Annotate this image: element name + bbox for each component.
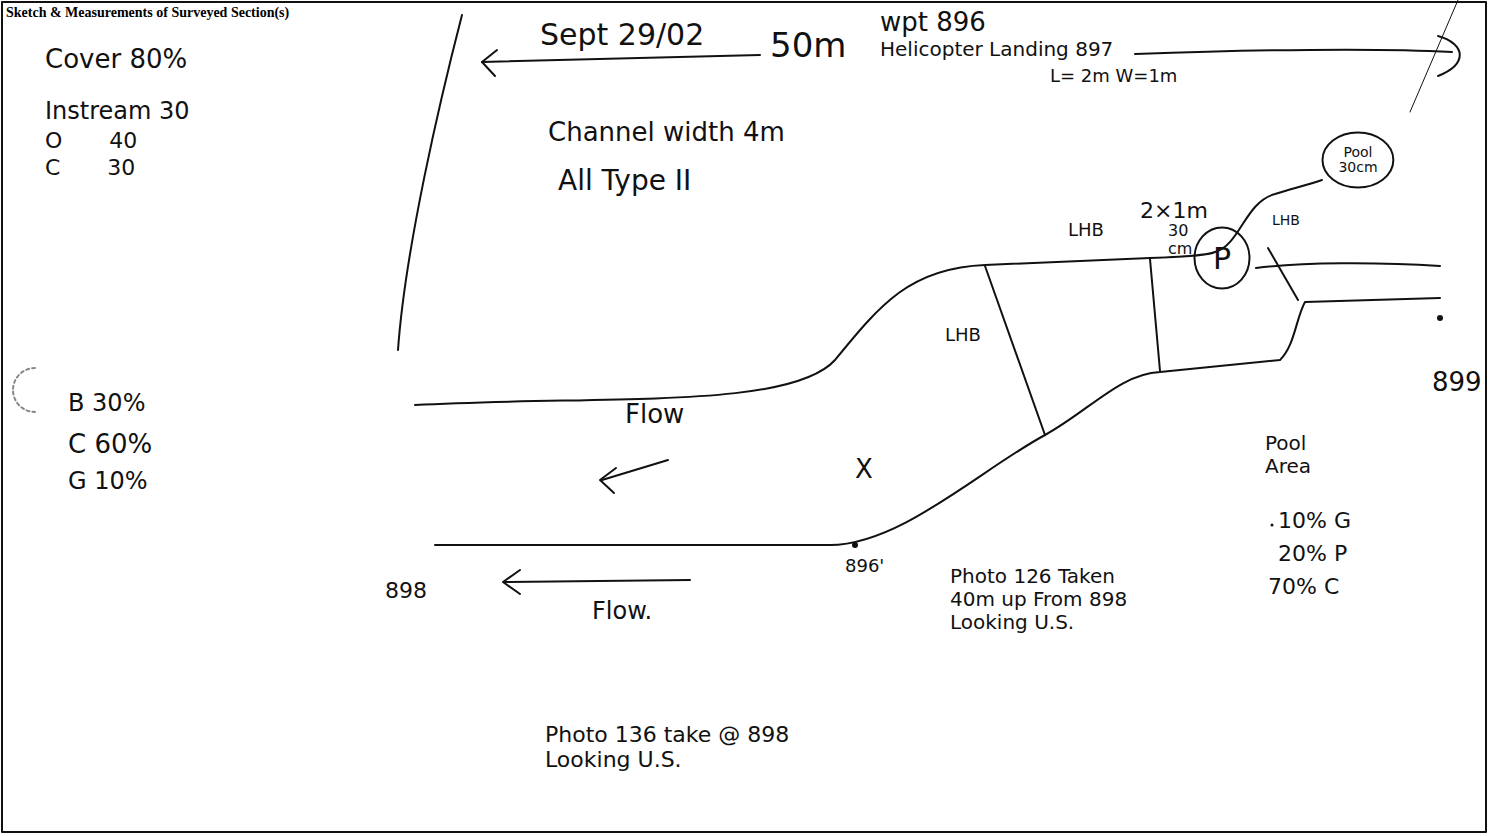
arrow-head [482, 50, 497, 76]
punch-hole [13, 368, 35, 412]
lower-bank [435, 298, 1440, 545]
pool-substrate: 10% G [1278, 508, 1351, 533]
substrate-row: G 10% [68, 468, 148, 496]
direction-arrow [1135, 50, 1452, 54]
arrow-head [503, 570, 520, 594]
transect-line [1150, 259, 1160, 371]
pool-ellipse: Pool 30cm [1321, 131, 1395, 189]
node-text-group: Pool 30cm [1336, 145, 1380, 176]
waypoint-dot [852, 542, 858, 548]
pool-heading: Pool Area [1265, 432, 1335, 478]
node-text: Pool 30cm [1336, 145, 1380, 176]
outline-ellipse [1323, 133, 1394, 188]
upper-bank [415, 180, 1322, 405]
lhb-label: LHB [1068, 220, 1104, 241]
outline-ellipse [1195, 228, 1250, 289]
waypoint-dot [1437, 315, 1443, 321]
lhb-label: LHB [945, 325, 981, 346]
cover-row: Instream 30 [45, 98, 190, 126]
transect-line [985, 266, 1045, 435]
dimension-note: L= 2m W=1m [1050, 66, 1177, 87]
arrow-head [1438, 36, 1460, 76]
type-note: All Type II [558, 165, 691, 197]
flow-label: Flow [625, 400, 684, 430]
photo-note: Photo 126 Taken 40m up From 898 Looking … [950, 565, 1135, 634]
pool-substrate: 70% C [1268, 574, 1339, 599]
photo-note: Photo 136 take @ 898 Looking U.S. [545, 722, 875, 773]
cover-row: C 30 [45, 155, 135, 180]
stray-line [1410, 0, 1458, 112]
waypoint-number: 898 [385, 578, 427, 603]
distance-label: 50m [770, 26, 846, 65]
cover-note: Cover 80% [45, 45, 187, 75]
cover-row: O 40 [45, 128, 137, 153]
landing-note: Helicopter Landing 897 [880, 38, 1113, 61]
margin-line [398, 15, 462, 350]
substrate-row: B 30% [68, 390, 145, 418]
lhb-label: LHB [1272, 212, 1300, 228]
pool-circle: P [1193, 226, 1251, 290]
flow-arrow [505, 580, 690, 582]
depth-note: 30 cm [1168, 222, 1194, 259]
substrate-row: C 60% [68, 430, 152, 460]
upper-bank [1256, 263, 1440, 268]
node-text: P [1213, 242, 1231, 275]
waypoint-number: 896' [845, 556, 884, 577]
waypoint-note: wpt 896 [880, 8, 986, 38]
width-note: Channel width 4m [548, 118, 785, 148]
arrow-head [600, 468, 616, 493]
flow-label: Flow. [592, 598, 652, 626]
date-note: Sept 29/02 [540, 18, 704, 53]
dot [1271, 524, 1274, 527]
dimension-note: 2×1m [1140, 198, 1208, 223]
node-text-group: P [1213, 242, 1231, 275]
waypoint-number: 899 [1432, 368, 1482, 398]
transect-line [1268, 248, 1298, 300]
distance-arrow [482, 55, 760, 62]
pool-substrate: 20% P [1278, 541, 1347, 566]
form-heading: Sketch & Measurements of Surveyed Sectio… [6, 5, 289, 21]
site-mark: X [855, 455, 873, 485]
